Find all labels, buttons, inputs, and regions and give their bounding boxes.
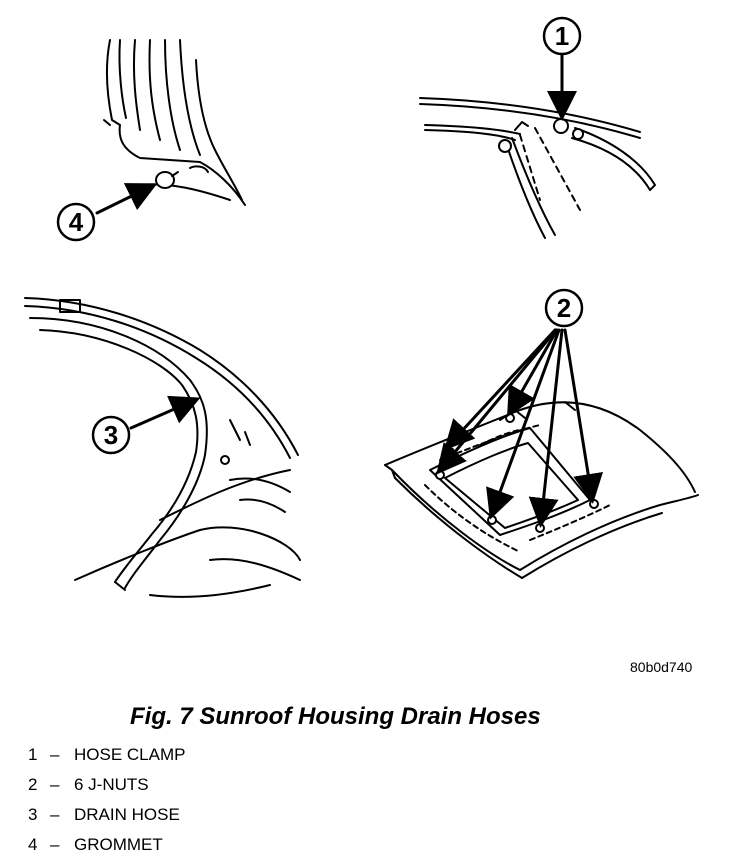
sunroof-drain-diagram: 1 2 3 4 [24, 16, 699, 598]
arrow-to-drain-hose [129, 395, 201, 430]
arrow-to-j-nut-5 [528, 328, 564, 528]
legend-label: GROMMET [74, 835, 163, 854]
arrow-to-grommet [95, 183, 158, 215]
callout-1: 1 [542, 16, 582, 56]
legend-dash: – [50, 775, 60, 794]
legend-number: 2 [28, 775, 38, 794]
arrow-to-j-nut-4 [486, 328, 561, 520]
arrow-to-j-nut-1 [443, 328, 557, 451]
callout-4: 4 [56, 202, 96, 242]
svg-text:4: 4 [69, 207, 84, 237]
legend-dash: – [50, 805, 60, 824]
callout-3: 3 [91, 415, 131, 455]
panel-j-nuts-view [384, 401, 699, 579]
legend-item: 4–GROMMET [28, 834, 185, 864]
arrow-to-j-nut-6 [563, 328, 604, 504]
grommet [155, 171, 175, 189]
callout-arrows [95, 52, 604, 528]
arrow-to-j-nut-2 [436, 328, 558, 475]
legend-number: 4 [28, 835, 38, 854]
legend-item: 2–6 J-NUTS [28, 774, 185, 804]
legend-dash: – [50, 835, 60, 854]
panel-hose-clamp-view [419, 97, 656, 239]
arrow-to-j-nut-3 [507, 328, 559, 418]
panel-grommet-view [103, 39, 246, 206]
svg-text:1: 1 [555, 21, 569, 51]
legend-label: HOSE CLAMP [74, 745, 186, 764]
legend-dash: – [50, 745, 60, 764]
legend: 1–HOSE CLAMP 2–6 J-NUTS 3–DRAIN HOSE 4–G… [28, 744, 185, 864]
svg-text:2: 2 [557, 293, 571, 323]
legend-label: 6 J-NUTS [74, 775, 149, 794]
legend-item: 1–HOSE CLAMP [28, 744, 185, 774]
panel-drain-hose-view [24, 297, 301, 598]
callout-2: 2 [544, 288, 584, 328]
hose-clamp [553, 118, 569, 134]
legend-number: 3 [28, 805, 38, 824]
legend-item: 3–DRAIN HOSE [28, 804, 185, 834]
legend-label: DRAIN HOSE [74, 805, 180, 824]
legend-number: 1 [28, 745, 38, 764]
figure-title: Fig. 7 Sunroof Housing Drain Hoses [130, 703, 541, 730]
figure-code: 80b0d740 [630, 659, 693, 675]
svg-text:3: 3 [104, 420, 118, 450]
